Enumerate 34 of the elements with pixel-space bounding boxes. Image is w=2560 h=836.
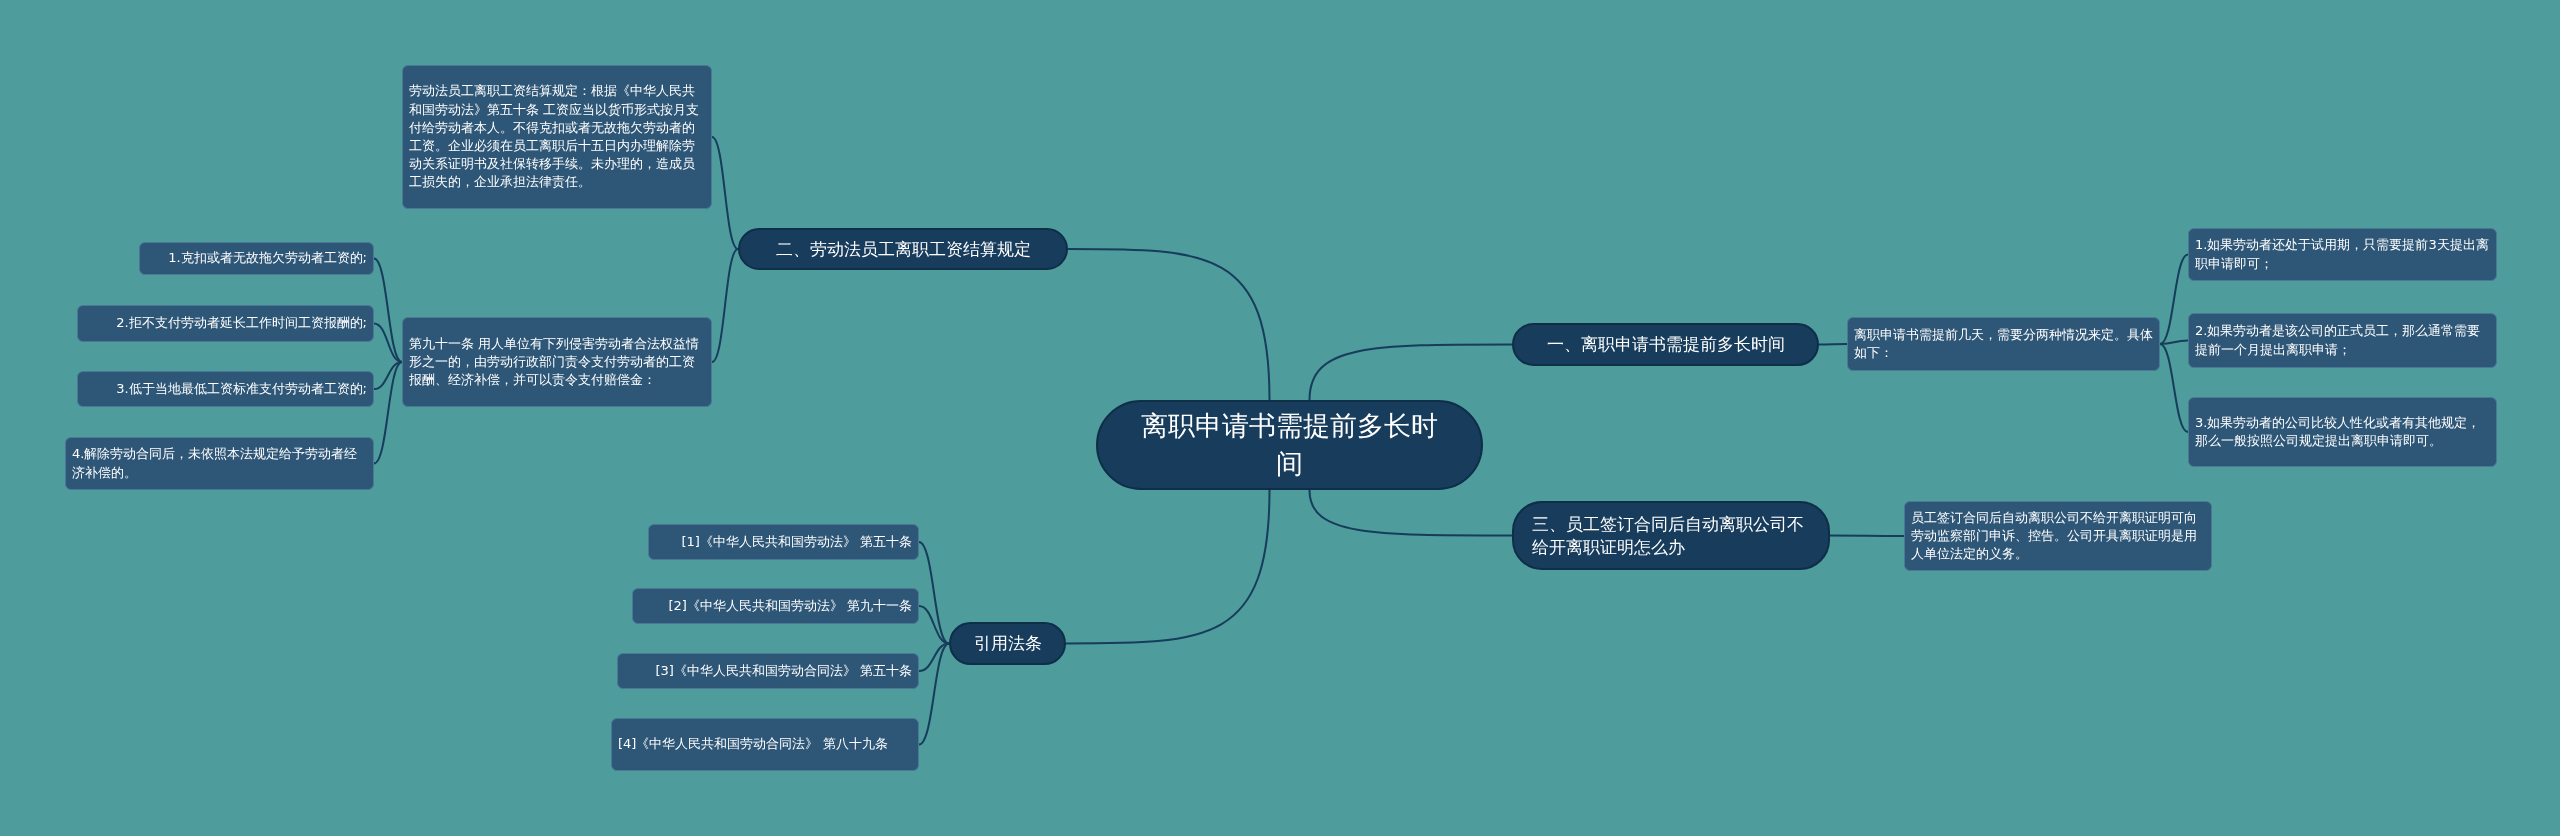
note-box: 2.如果劳动者是该公司的正式员工，那么通常需要提前一个月提出离职申请； [2188,313,2497,368]
connector-line [1308,343,1513,401]
note-box: 1.克扣或者无故拖欠劳动者工资的; [139,242,374,275]
connector-line [373,257,403,363]
topic-pill: 引用法条 [949,622,1066,665]
connector-line [711,136,739,250]
topic-pill: 二、劳动法员工离职工资结算规定 [738,228,1068,270]
note-box: 劳动法员工离职工资结算规定：根据《中华人民共和国劳动法》第五十条 工资应当以货币形式按月支付给劳动者本人。不得克扣或者无故拖欠劳动者的工资。企业必须在员工离职后十五日内办理解除劳动关系证明书及社保转移手续。未办理的，造成员工损失的，企业承担法律责任。 [402,65,712,209]
note-box: [1]《中华人民共和国劳动法》 第五十条 [648,524,919,560]
note-box: [2]《中华人民共和国劳动法》 第九十一条 [632,588,919,624]
connector-line [1308,489,1513,537]
connector-line [1067,248,1271,401]
central-topic: 离职申请书需提前多长时间 [1096,400,1483,490]
connector-line [1818,343,1848,346]
connector-line [2159,253,2189,345]
note-box: 1.如果劳动者还处于试用期，只需要提前3天提出离职申请即可； [2188,228,2497,281]
connector-line [711,248,739,363]
note-box: 3.如果劳动者的公司比较人性化或者有其他规定，那么一般按照公司规定提出离职申请即可。 [2188,397,2497,467]
note-box: 第九十一条 用人单位有下列侵害劳动者合法权益情形之一的，由劳动行政部门责令支付劳动者的工资报酬、经济补偿，并可以责令支付赔偿金： [402,317,712,407]
note-box: [3]《中华人民共和国劳动合同法》 第五十条 [617,653,919,689]
topic-pill: 一、离职申请书需提前多长时间 [1512,323,1819,366]
note-box: 离职申请书需提前几天，需要分两种情况来定。具体如下： [1847,317,2160,371]
connector-line [918,642,950,746]
topic-pill: 三、员工签订合同后自动离职公司不给开离职证明怎么办 [1512,501,1830,570]
connector-line [1829,534,1905,537]
connector-line [373,361,403,465]
note-box: 2.拒不支付劳动者延长工作时间工资报酬的; [77,305,374,342]
note-box: 3.低于当地最低工资标准支付劳动者工资的; [77,371,374,407]
connector-line [1065,489,1271,645]
connector-line [2159,343,2189,433]
note-box: [4]《中华人民共和国劳动合同法》 第八十九条 [611,718,919,771]
note-box: 4.解除劳动合同后，未依照本法规定给予劳动者经济补偿的。 [65,437,374,490]
connector-line [918,541,950,645]
note-box: 员工签订合同后自动离职公司不给开离职证明可向劳动监察部门申诉、控告。公司开具离职证明是用人单位法定的义务。 [1904,501,2212,571]
